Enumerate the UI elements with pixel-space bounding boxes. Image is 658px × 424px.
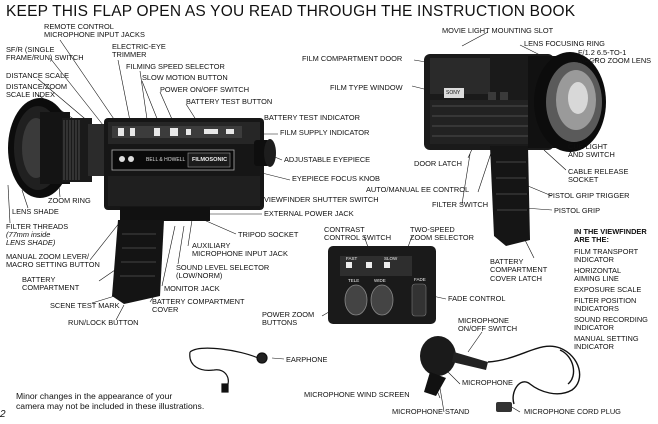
label-door-latch: DOOR LATCH — [414, 159, 462, 168]
panel-slow: SLOW — [384, 256, 398, 261]
viewfinder-item: SOUND RECORDING INDICATOR — [574, 315, 648, 333]
label-remote-control-jacks: REMOTE CONTROL MICROPHONE INPUT JACKS — [44, 22, 145, 40]
label-viewfinder-shutter-switch: VIEWFINDER SHUTTER SWITCH — [264, 195, 379, 204]
label-battery-cover-latch: BATTERY COMPARTMENT COVER LATCH — [490, 257, 548, 283]
label-mic-cord-plug: MICROPHONE CORD PLUG — [524, 407, 621, 416]
label-sf-r-switch: SF/R (SINGLE FRAME/RUN) SWITCH — [6, 45, 84, 63]
label-movie-light-slot: MOVIE LIGHT MOUNTING SLOT — [442, 26, 554, 35]
label-monitor-jack: MONITOR JACK — [164, 284, 220, 293]
label-adjustable-eyepiece: ADJUSTABLE EYEPIECE — [284, 155, 371, 164]
panel-fade: FADE — [414, 277, 426, 282]
label-filter-switch: FILTER SWITCH — [432, 200, 489, 209]
brand-side-badge: SONY — [446, 90, 461, 96]
viewfinder-item: FILTER POSITION INDICATORS — [574, 296, 637, 314]
viewfinder-item: MANUAL SETTING INDICATOR — [574, 334, 639, 352]
label-battery-test-button: BATTERY TEST BUTTON — [186, 97, 273, 106]
page-title: KEEP THIS FLAP OPEN AS YOU READ THROUGH … — [6, 3, 576, 20]
label-power-zoom-buttons: POWER ZOOM BUTTONS — [262, 310, 315, 328]
label-auxiliary-mic-jack: AUXILIARY MICROPHONE INPUT JACK — [192, 241, 288, 259]
label-cable-release-socket: CABLE RELEASE SOCKET — [568, 167, 629, 185]
brand-model: FILMOSONIC — [192, 157, 228, 163]
label-film-type-window: FILM TYPE WINDOW — [330, 83, 403, 92]
label-lens-focusing-ring: LENS FOCUSING RING — [524, 39, 605, 48]
viewfinder-item: EXPOSURE SCALE — [574, 285, 642, 294]
label-power-on-off-switch: POWER ON/OFF SWITCH — [160, 85, 250, 94]
label-film-supply-indicator: FILM SUPPLY INDICATOR — [280, 128, 370, 137]
label-pistol-grip-trigger: PISTOL GRIP TRIGGER — [548, 191, 630, 200]
label-cue-light-switch: CUE LIGHT AND SWITCH — [568, 142, 615, 160]
page-number: 2 — [0, 409, 6, 420]
label-distance-zoom-index: DISTANCE/ZOOM SCALE INDEX — [6, 82, 68, 100]
label-run-lock-button: RUN/LOCK BUTTON — [68, 318, 139, 327]
label-filter-threads-note: (77mm inside LENS SHADE) — [6, 230, 56, 248]
panel-wide: WIDE — [374, 278, 386, 283]
label-pistol-grip: PISTOL GRIP — [554, 206, 600, 215]
viewfinder-item: HORIZONTAL AIMING LINE — [574, 266, 622, 284]
label-mic-on-off-switch: MICROPHONE ON/OFF SWITCH — [458, 316, 518, 334]
label-auto-manual-ee: AUTO/MANUAL EE CONTROL — [366, 185, 470, 194]
microphone — [420, 336, 581, 412]
label-two-speed-zoom: TWO-SPEED ZOOM SELECTOR — [410, 225, 474, 243]
viewfinder-item: FILM TRANSPORT INDICATOR — [574, 247, 639, 265]
left-camera — [8, 98, 276, 304]
label-external-power-jack: EXTERNAL POWER JACK — [264, 209, 354, 218]
label-contrast-control: CONTRAST CONTROL SWITCH — [324, 225, 392, 243]
label-filming-speed-selector: FILMING SPEED SELECTOR — [126, 62, 225, 71]
label-battery-compartment-cover: BATTERY COMPARTMENT COVER — [152, 297, 245, 315]
label-microphone: MICROPHONE — [462, 378, 513, 387]
viewfinder-heading: IN THE VIEWFINDER ARE THE: — [574, 227, 647, 245]
label-earphone: EARPHONE — [286, 355, 328, 364]
label-mic-wind-screen: MICROPHONE WIND SCREEN — [304, 390, 410, 399]
panel-fast: FAST — [346, 256, 358, 261]
label-electric-eye-trimmer: ELECTRIC-EYE TRIMMER — [112, 42, 166, 60]
label-filter-threads: FILTER THREADS — [6, 222, 69, 231]
label-mic-stand: MICROPHONE STAND — [392, 407, 470, 416]
label-lens-shade: LENS SHADE — [12, 207, 59, 216]
brand-maker: BELL & HOWELL — [146, 157, 186, 163]
right-camera — [424, 52, 606, 246]
earphone — [189, 347, 268, 393]
label-film-compartment-door: FILM COMPARTMENT DOOR — [302, 54, 403, 63]
label-macro-zoom-lens: f/1.2 6.5-TO-1 MACRO ZOOM LENS — [578, 48, 652, 66]
label-zoom-ring: ZOOM RING — [48, 196, 91, 205]
label-tripod-socket: TRIPOD SOCKET — [238, 230, 299, 239]
label-battery-test-indicator: BATTERY TEST INDICATOR — [264, 113, 360, 122]
label-manual-zoom-lever: MANUAL ZOOM LEVER/ MACRO SETTING BUTTON — [6, 252, 100, 270]
label-distance-scale: DISTANCE SCALE — [6, 71, 70, 80]
label-battery-compartment: BATTERY COMPARTMENT — [22, 275, 80, 293]
label-eyepiece-focus-knob: EYEPIECE FOCUS KNOB — [292, 174, 380, 183]
footnote: Minor changes in the appearance of your … — [16, 391, 205, 411]
label-sound-level-selector: SOUND LEVEL SELECTOR (LOW/NORM) — [176, 263, 270, 281]
label-slow-motion-button: SLOW MOTION BUTTON — [142, 73, 228, 82]
panel-tele: TELE — [348, 278, 360, 283]
label-scene-test-mark: SCENE TEST MARK — [50, 301, 120, 310]
control-panel-inset — [328, 246, 436, 324]
label-fade-control: FADE CONTROL — [448, 294, 506, 303]
